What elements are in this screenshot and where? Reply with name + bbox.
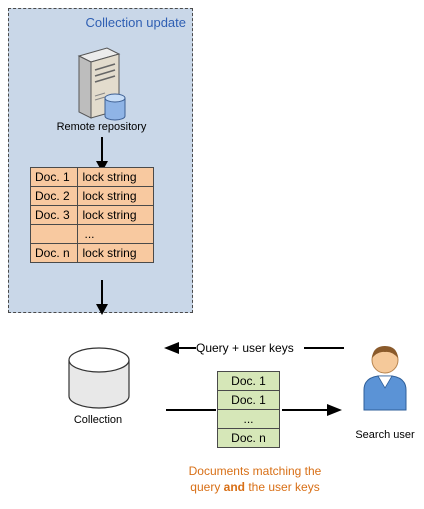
collection-label: Collection (73, 414, 123, 426)
server-icon (77, 47, 126, 121)
caption-pre: query (190, 480, 224, 494)
database-icon (68, 347, 130, 409)
results-caption: Documents matching the query and the use… (160, 463, 350, 495)
lock-cell: lock string (77, 243, 154, 263)
doc-cell: Doc. 3 (29, 205, 79, 225)
table-row: Doc. n (217, 428, 280, 448)
matching-documents-table: Doc. 1 Doc. 1 ... Doc. n (217, 371, 280, 448)
caption-line-1: Documents matching the (188, 464, 322, 478)
lock-cell: lock string (77, 186, 154, 206)
table-row: Doc. 3 lock string (29, 205, 154, 225)
down-arrow-icon (96, 280, 108, 315)
caption-post: the user keys (245, 480, 320, 494)
caption-and: and (223, 480, 245, 494)
doc-cell: Doc. 1 (29, 167, 79, 187)
doc-cell: Doc. n (29, 243, 79, 263)
results-arrow (166, 404, 342, 416)
table-row: Doc. 1 (217, 371, 280, 391)
caption-line-2: query and the user keys (160, 479, 350, 495)
lock-cell: ... (77, 224, 154, 244)
remote-repository-label: Remote repository (56, 121, 147, 133)
doc-cell: Doc. 1 (217, 390, 280, 410)
table-row: ... (29, 224, 154, 244)
collection-update-panel: Collection update Remote repository (8, 8, 193, 315)
down-arrow-icon (96, 137, 108, 172)
doc-cell: Doc. n (217, 428, 280, 448)
table-row: Doc. 1 lock string (29, 167, 154, 187)
query-label: Query + user keys (196, 341, 294, 355)
doc-cell: Doc. 1 (217, 371, 280, 391)
user-icon (363, 346, 407, 411)
search-user-label: Search user (355, 429, 415, 441)
doc-cell (29, 224, 79, 244)
query-arrow (164, 342, 344, 354)
table-row: Doc. 2 lock string (29, 186, 154, 206)
lock-cell: lock string (77, 167, 154, 187)
lock-string-table: Doc. 1 lock string Doc. 2 lock string Do… (29, 167, 154, 263)
table-row: ... (217, 409, 280, 429)
lock-cell: lock string (77, 205, 154, 225)
table-row: Doc. n lock string (29, 243, 154, 263)
doc-cell: Doc. 2 (29, 186, 79, 206)
doc-cell: ... (217, 409, 280, 429)
table-row: Doc. 1 (217, 390, 280, 410)
panel-title: Collection update (85, 15, 186, 30)
